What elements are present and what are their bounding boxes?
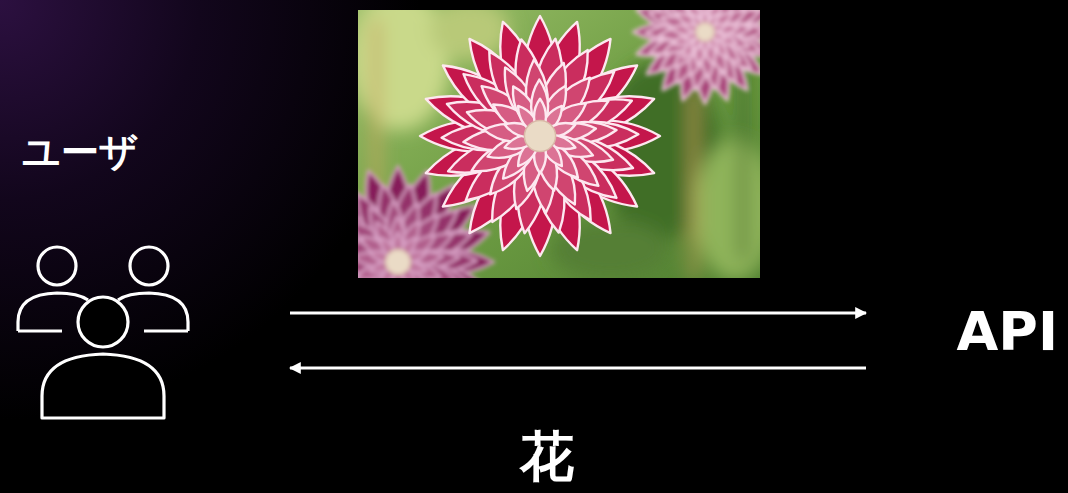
flower-center: [524, 120, 555, 151]
flower-center: [386, 250, 411, 275]
users-icon: [18, 247, 188, 418]
dahlia-flowers: [358, 10, 760, 278]
user-body: [18, 329, 62, 332]
actor-label: ユーザ: [22, 132, 138, 174]
flower-center: [696, 23, 715, 42]
photo-background: [358, 10, 760, 278]
payload-label: 花: [520, 430, 574, 484]
flower-photo: [358, 10, 760, 278]
api-endpoint: API: [866, 292, 1068, 372]
user-body: [42, 354, 164, 418]
user-head: [78, 297, 128, 347]
user-body: [144, 329, 188, 332]
arrow-connector: [290, 367, 866, 370]
stem: [690, 90, 697, 278]
dahlia: [420, 16, 660, 256]
bokeh: [695, 140, 760, 278]
service-label: API: [957, 302, 1058, 361]
bokeh: [430, 10, 510, 60]
dahlia: [633, 10, 760, 104]
user-group: ユーザ: [0, 118, 290, 430]
user-head: [130, 247, 168, 285]
user-head: [38, 247, 76, 285]
arrow-connector: [290, 312, 866, 315]
